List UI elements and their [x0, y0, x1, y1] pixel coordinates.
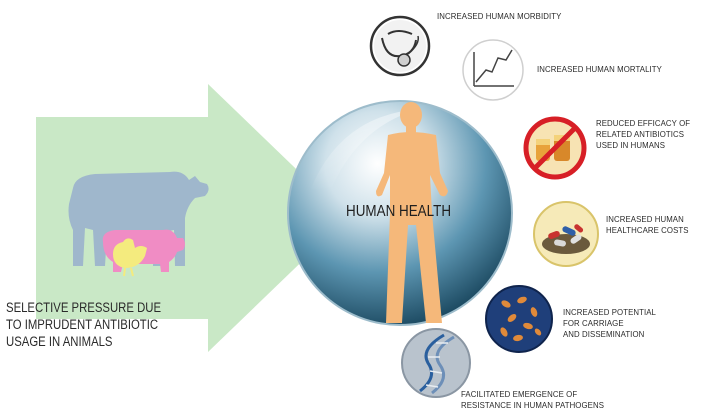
label-line: REDUCED EFFICACY OF: [596, 118, 691, 128]
efficacy-label: REDUCED EFFICACY OF RELATED ANTIBIOTICS …: [596, 118, 690, 151]
mortality-label: INCREASED HUMAN MORTALITY: [537, 64, 662, 75]
chicken-icon: [113, 238, 147, 277]
caption-line: USAGE IN ANIMALS: [6, 334, 113, 349]
label-line: AND DISSEMINATION: [563, 329, 645, 339]
morbidity-label: INCREASED HUMAN MORBIDITY: [437, 11, 561, 22]
label-line: RELATED ANTIBIOTICS: [596, 129, 685, 139]
rising-line-graph-icon: [462, 39, 524, 101]
label-line: INCREASED POTENTIAL: [563, 307, 657, 317]
label-line: FACILITATED EMERGENCE OF: [461, 389, 578, 399]
dna-helix-icon: [401, 328, 471, 398]
bacteria-icon: [485, 285, 553, 353]
farm-animals: [68, 171, 209, 277]
caption-line: SELECTIVE PRESSURE DUE: [6, 300, 162, 315]
human-health-title: HUMAN HEALTH: [346, 203, 452, 220]
crossed-out-pills-icon: [523, 116, 587, 180]
selective-pressure-caption: SELECTIVE PRESSURE DUE TO IMPRUDENT ANTI…: [6, 299, 161, 350]
label-line: RESISTANCE IN HUMAN PATHOGENS: [461, 400, 605, 410]
caption-line: TO IMPRUDENT ANTIBIOTIC: [6, 317, 159, 332]
label-line: HEALTHCARE COSTS: [606, 225, 689, 235]
label-line: FOR CARRIAGE: [563, 318, 624, 328]
costs-label: INCREASED HUMAN HEALTHCARE COSTS: [606, 214, 689, 236]
label-line: INCREASED HUMAN MORBIDITY: [437, 11, 562, 21]
label-line: INCREASED HUMAN: [606, 214, 684, 224]
human-health-sphere: [287, 100, 513, 326]
pile-of-pills-icon: [533, 201, 599, 267]
stethoscope-icon: [369, 15, 431, 77]
human-figure-icon: [376, 102, 448, 323]
label-line: INCREASED HUMAN MORTALITY: [537, 64, 662, 74]
dissemination-label: INCREASED POTENTIAL FOR CARRIAGE AND DIS…: [563, 307, 656, 340]
emergence-label: FACILITATED EMERGENCE OF RESISTANCE IN H…: [461, 389, 604, 411]
label-line: USED IN HUMANS: [596, 140, 666, 150]
